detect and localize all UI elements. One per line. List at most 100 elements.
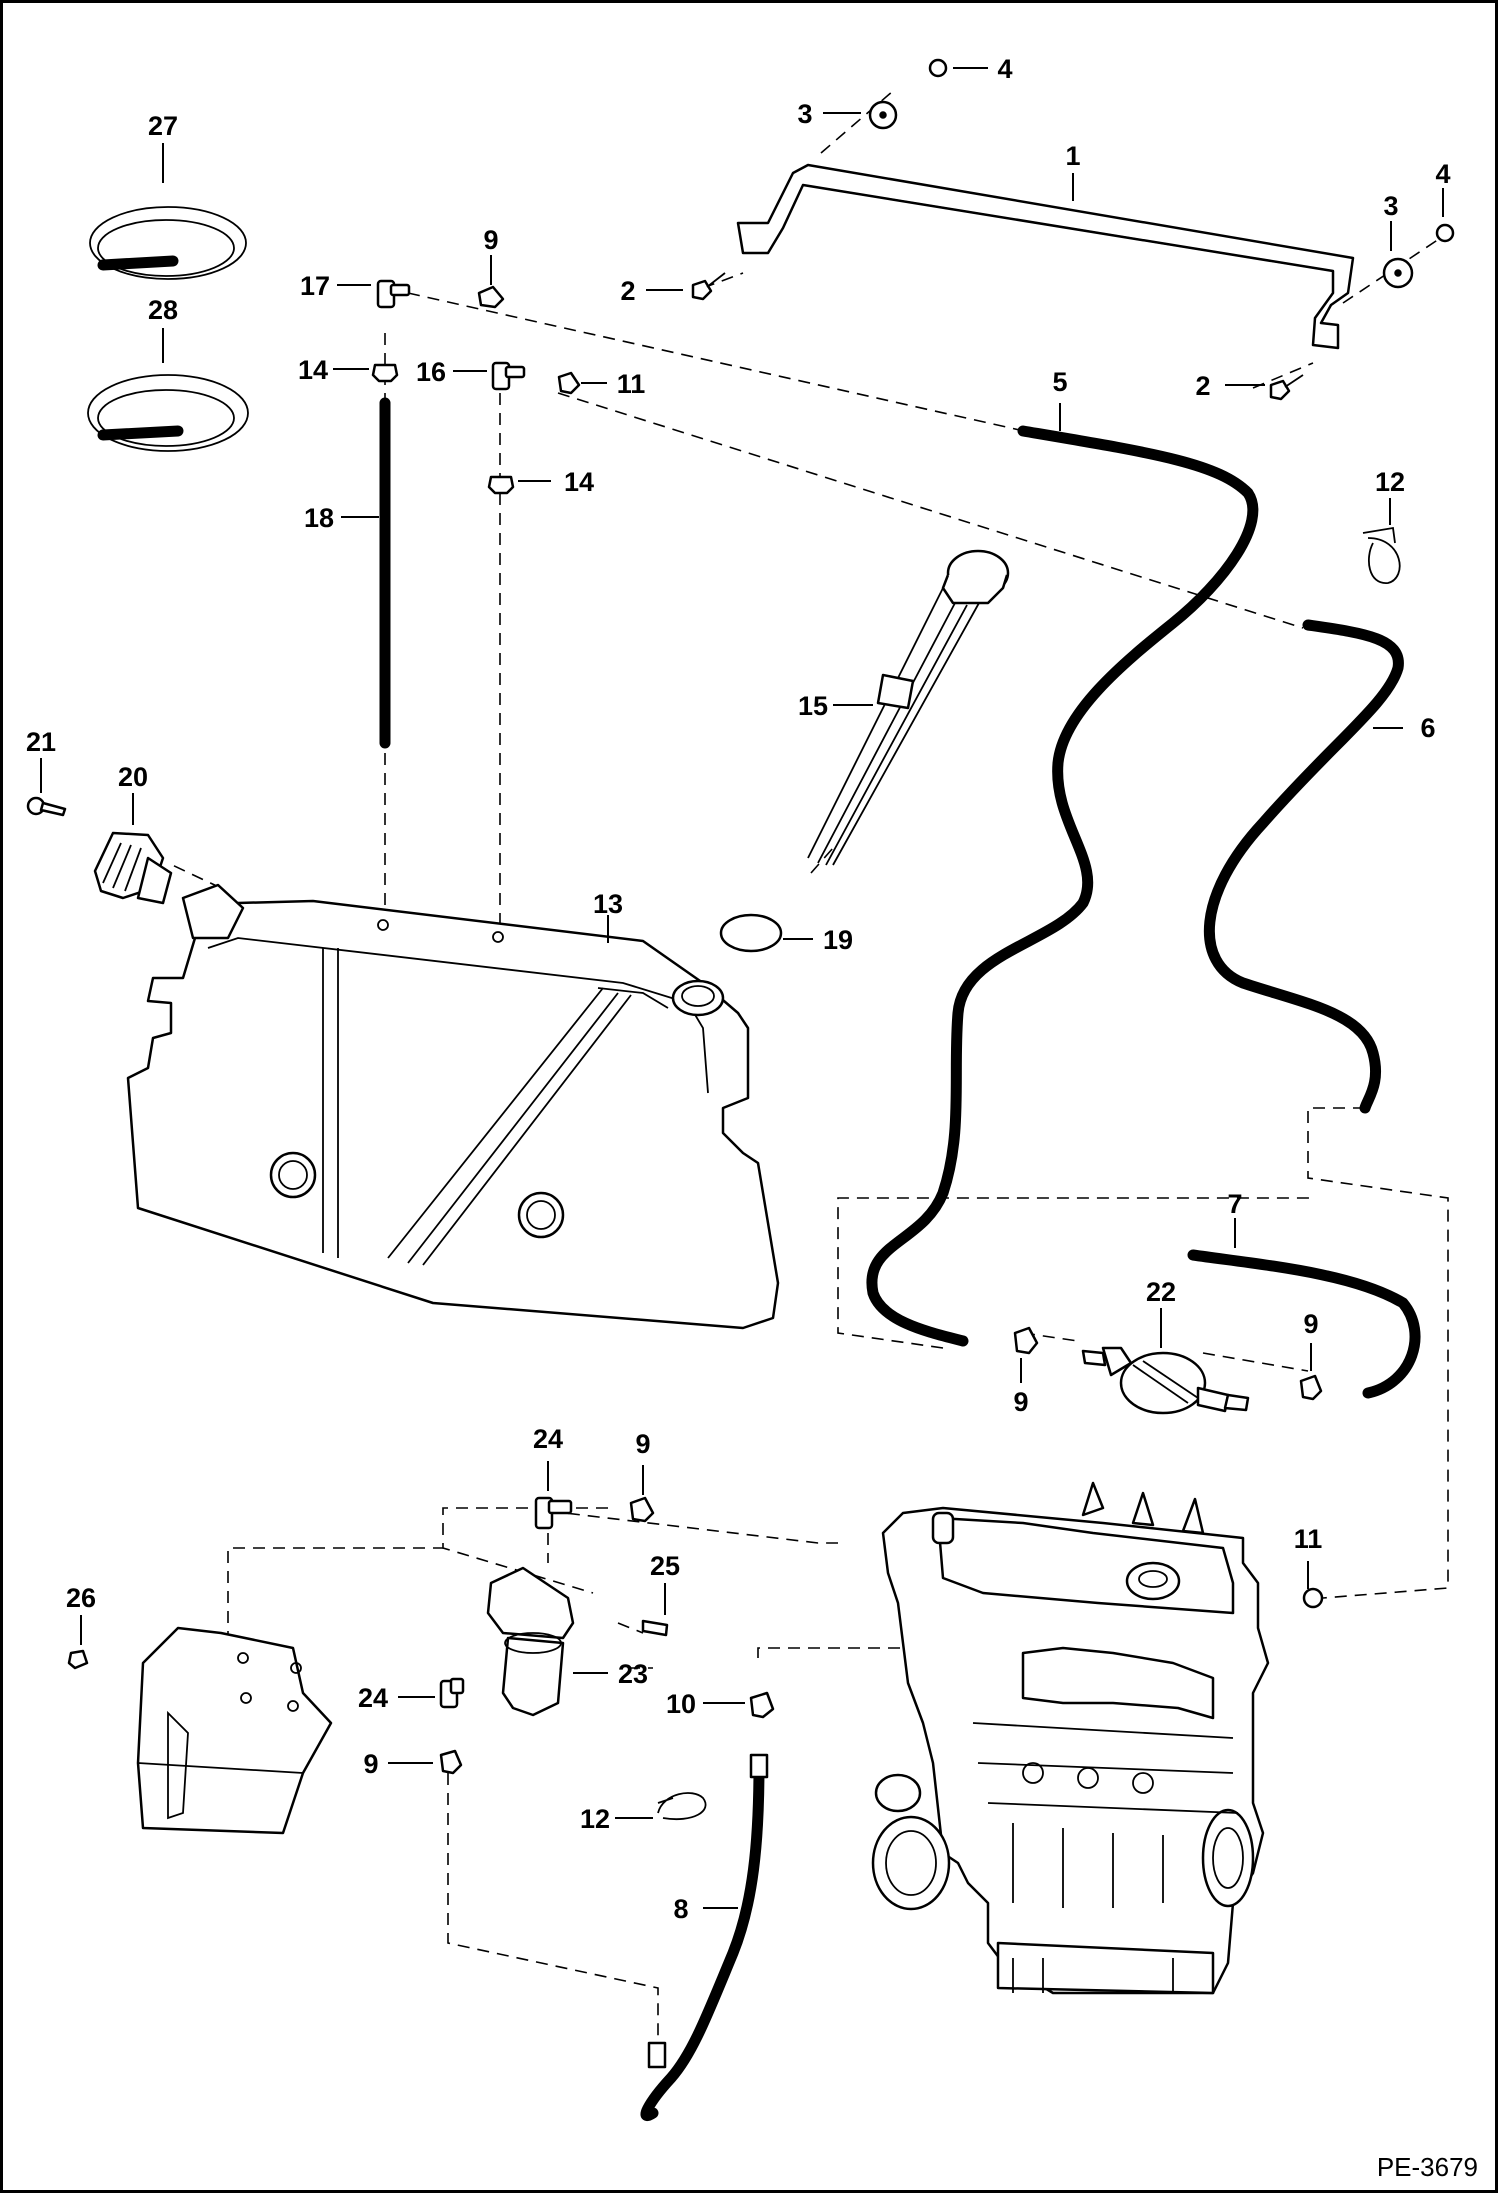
callout-9: 9 bbox=[635, 1429, 651, 1495]
callout-13: 13 bbox=[593, 889, 623, 943]
svg-text:9: 9 bbox=[1303, 1309, 1318, 1339]
hose-clamp-icon bbox=[1362, 526, 1401, 584]
svg-text:19: 19 bbox=[823, 925, 853, 955]
callout-7: 7 bbox=[1227, 1189, 1243, 1248]
hose-end-fitting bbox=[749, 1753, 769, 1779]
svg-text:1: 1 bbox=[1065, 141, 1080, 171]
callout-26: 26 bbox=[66, 1583, 96, 1645]
callout-24: 24 bbox=[358, 1683, 435, 1713]
svg-text:4: 4 bbox=[1435, 159, 1450, 189]
hose-clamp-icon bbox=[1013, 1326, 1039, 1355]
svg-text:14: 14 bbox=[564, 467, 594, 497]
callout-21: 21 bbox=[26, 727, 56, 793]
callout-5: 5 bbox=[1052, 367, 1068, 431]
grommet-icon bbox=[487, 475, 515, 495]
drawing-id: PE-3679 bbox=[1377, 2152, 1478, 2182]
nut-icon bbox=[928, 58, 948, 78]
callout-28: 28 bbox=[148, 295, 178, 363]
engine-block bbox=[871, 1481, 1324, 1995]
callout-20: 20 bbox=[118, 762, 148, 825]
svg-text:24: 24 bbox=[533, 1424, 563, 1454]
bolt-icon bbox=[641, 1619, 669, 1637]
callout-12: 12 bbox=[580, 1804, 653, 1834]
elbow-fitting-icon bbox=[376, 279, 411, 309]
svg-text:4: 4 bbox=[997, 54, 1012, 84]
hose-coil-27 bbox=[89, 206, 247, 280]
callout-22: 22 bbox=[1146, 1277, 1176, 1348]
nut-icon bbox=[67, 1649, 89, 1670]
svg-text:21: 21 bbox=[26, 727, 56, 757]
svg-text:9: 9 bbox=[363, 1749, 378, 1779]
fuel-level-sender bbox=[807, 549, 1010, 866]
callout-2: 2 bbox=[620, 276, 683, 306]
svg-text:3: 3 bbox=[797, 99, 812, 129]
fuel-cap-key bbox=[26, 796, 67, 817]
svg-text:27: 27 bbox=[148, 111, 178, 141]
filter-mount-bracket bbox=[136, 1626, 333, 1835]
callout-18: 18 bbox=[304, 503, 379, 533]
svg-text:8: 8 bbox=[673, 1894, 688, 1924]
svg-text:11: 11 bbox=[1294, 1524, 1323, 1554]
callout-17: 17 bbox=[300, 271, 371, 301]
fuel-hose-return bbox=[1203, 619, 1404, 1114]
elbow-fitting-icon bbox=[534, 1496, 573, 1530]
callout-19: 19 bbox=[783, 925, 853, 955]
callout-group: 1 2 2 3 3 4 4 5 6 7 8 9 9 9 9 9 10 11 11… bbox=[26, 54, 1451, 1924]
callout-3: 3 bbox=[797, 99, 861, 129]
svg-text:28: 28 bbox=[148, 295, 178, 325]
callout-10: 10 bbox=[666, 1689, 745, 1719]
nut-icon bbox=[1435, 223, 1455, 243]
svg-text:7: 7 bbox=[1227, 1189, 1242, 1219]
callout-25: 25 bbox=[650, 1551, 680, 1615]
fuel-filter-assembly bbox=[486, 1566, 575, 1717]
hose-clamp-icon bbox=[439, 1749, 463, 1775]
callout-24: 24 bbox=[533, 1424, 563, 1491]
callout-3: 3 bbox=[1383, 191, 1399, 251]
svg-text:20: 20 bbox=[118, 762, 148, 792]
callout-4: 4 bbox=[953, 54, 1013, 84]
callout-15: 15 bbox=[798, 691, 873, 721]
callout-16: 16 bbox=[416, 357, 487, 387]
svg-text:2: 2 bbox=[620, 276, 635, 306]
grommet-icon bbox=[371, 363, 399, 383]
fuel-hose-filter-inlet bbox=[640, 1759, 765, 2121]
exploded-parts-drawing: 1 2 2 3 3 4 4 5 6 7 8 9 9 9 9 9 10 11 11… bbox=[26, 54, 1478, 2182]
callout-9: 9 bbox=[363, 1749, 433, 1779]
svg-text:10: 10 bbox=[666, 1689, 696, 1719]
svg-text:13: 13 bbox=[593, 889, 623, 919]
svg-text:22: 22 bbox=[1146, 1277, 1176, 1307]
o-ring-icon bbox=[719, 913, 783, 953]
fuel-hose-supply bbox=[866, 425, 1259, 1347]
svg-text:18: 18 bbox=[304, 503, 334, 533]
callout-23: 23 bbox=[573, 1659, 648, 1689]
svg-text:16: 16 bbox=[416, 357, 446, 387]
svg-text:23: 23 bbox=[618, 1659, 648, 1689]
callout-14: 14 bbox=[298, 355, 369, 385]
svg-text:11: 11 bbox=[617, 369, 646, 399]
callout-9: 9 bbox=[1303, 1309, 1319, 1371]
hose-clamp-icon bbox=[477, 285, 505, 309]
svg-text:15: 15 bbox=[798, 691, 828, 721]
callout-9: 9 bbox=[483, 225, 499, 285]
elbow-fitting-icon bbox=[439, 1677, 465, 1709]
svg-text:24: 24 bbox=[358, 1683, 388, 1713]
fuel-hose-pump-outlet bbox=[1187, 1249, 1421, 1399]
callout-8: 8 bbox=[673, 1894, 738, 1924]
svg-text:17: 17 bbox=[300, 271, 330, 301]
callout-1: 1 bbox=[1065, 141, 1081, 201]
elbow-fitting-icon bbox=[491, 361, 526, 391]
callout-11: 11 bbox=[581, 369, 645, 399]
washer-icon-hole bbox=[879, 111, 887, 119]
mounting-bracket bbox=[736, 163, 1355, 350]
callout-6: 6 bbox=[1373, 713, 1436, 743]
svg-text:3: 3 bbox=[1383, 191, 1398, 221]
hose-clamp-icon bbox=[629, 1496, 655, 1523]
fuel-cap bbox=[93, 831, 173, 905]
primer-bulb bbox=[1081, 1346, 1250, 1415]
svg-text:12: 12 bbox=[1375, 467, 1405, 497]
callout-12: 12 bbox=[1375, 467, 1405, 525]
bolt-icon bbox=[1269, 374, 1304, 401]
callout-4: 4 bbox=[1435, 159, 1451, 217]
callout-27: 27 bbox=[148, 111, 178, 183]
